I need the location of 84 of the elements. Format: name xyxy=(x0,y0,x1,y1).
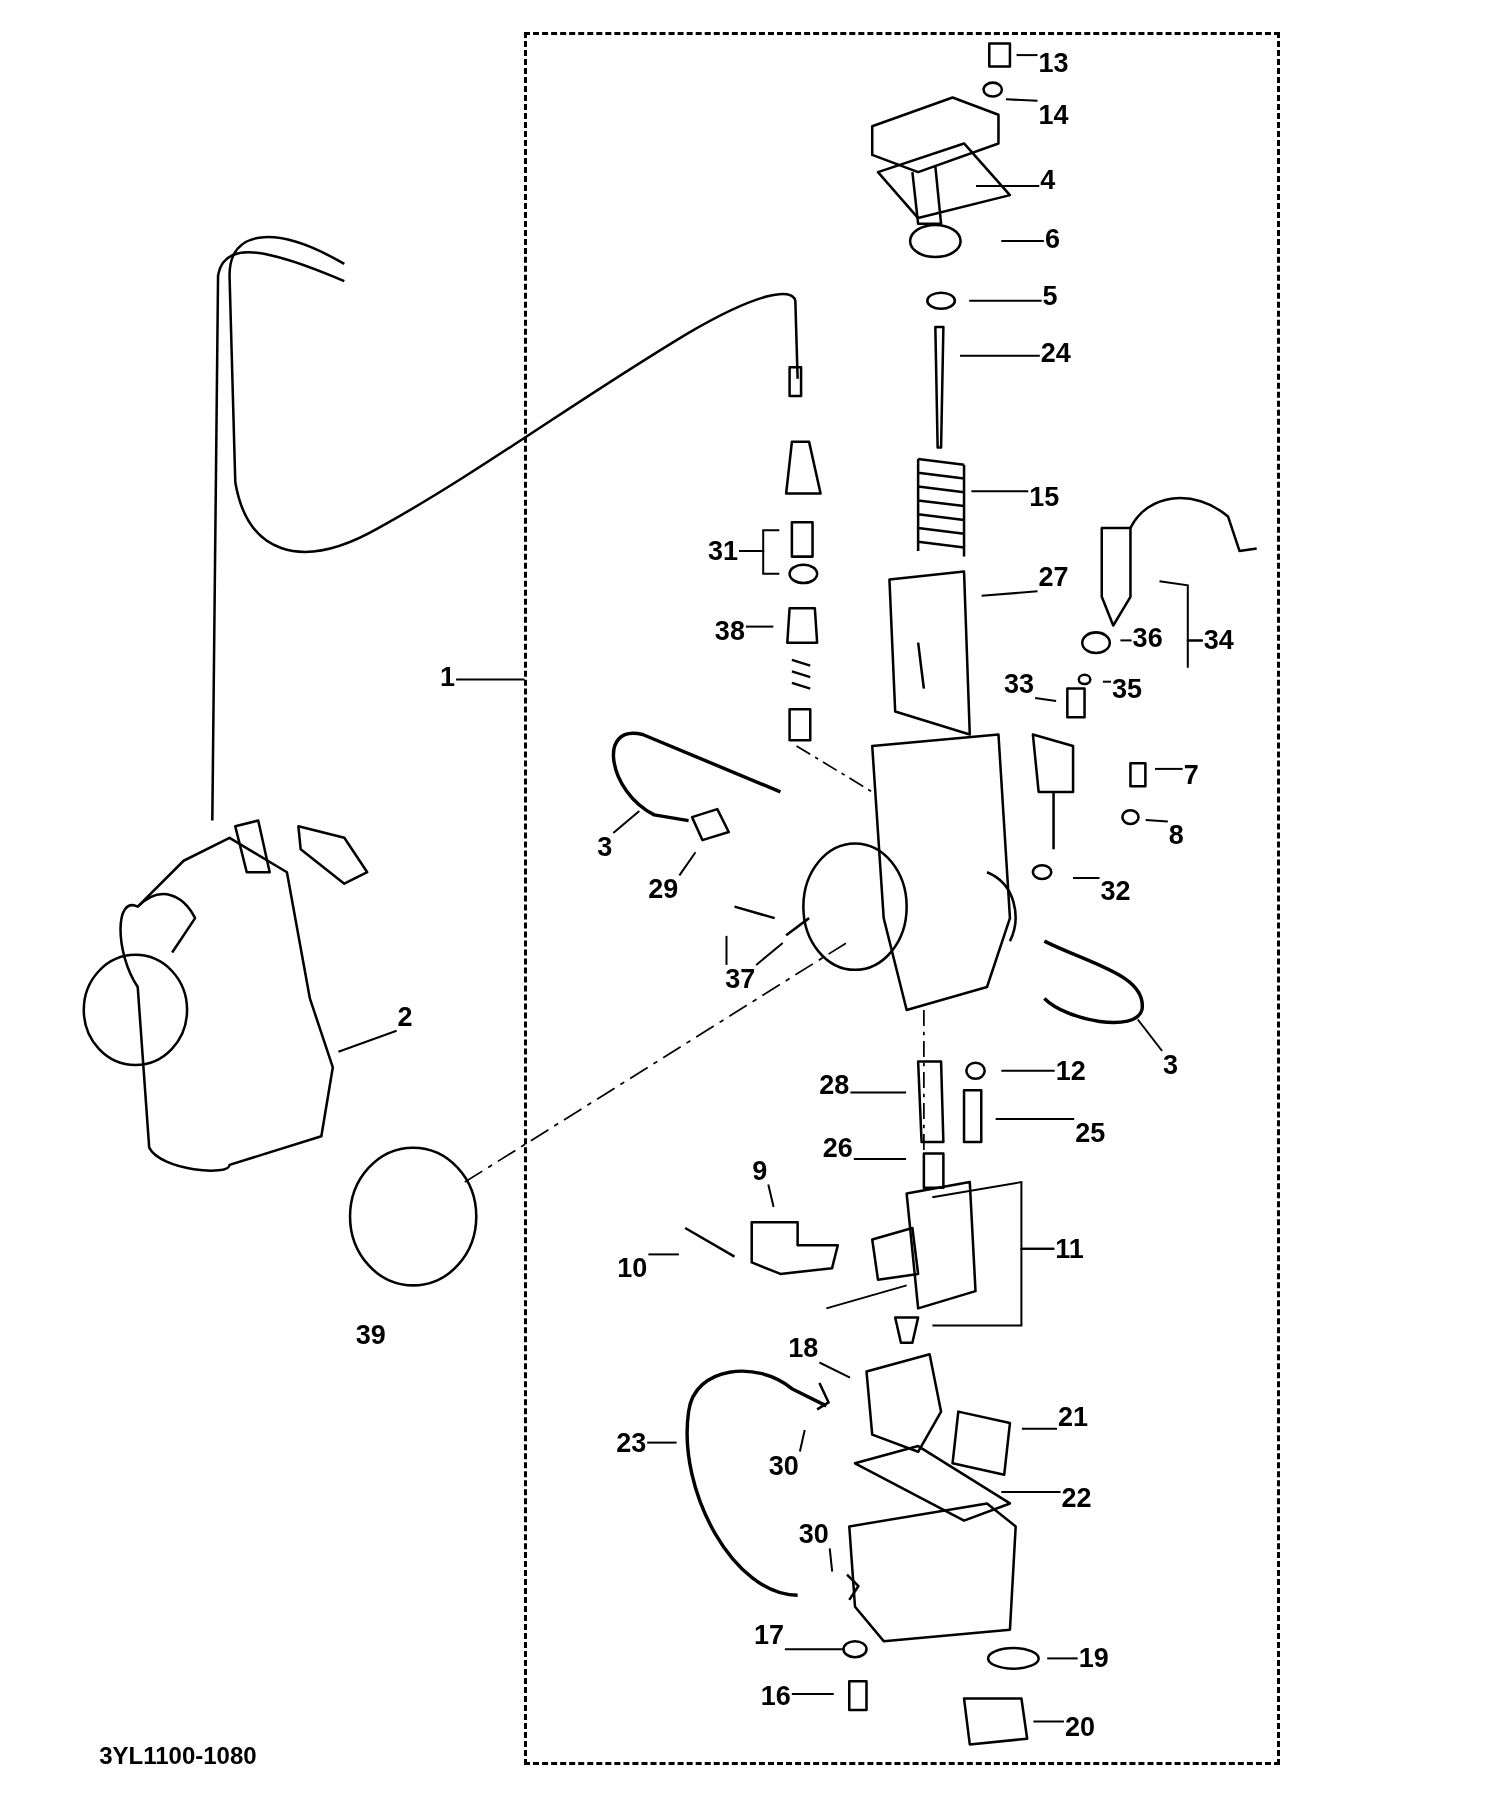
callout-number: 1 xyxy=(439,663,457,692)
leader-line xyxy=(1000,1069,1056,1072)
leader-line xyxy=(1034,697,1058,703)
callout-number: 6 xyxy=(1043,224,1061,253)
callout-number: 23 xyxy=(615,1428,648,1457)
leader-line xyxy=(1119,639,1133,642)
callout-number: 2 xyxy=(396,1002,414,1031)
callout-number: 9 xyxy=(751,1156,769,1185)
leader-line xyxy=(1072,877,1101,879)
leader-line xyxy=(790,1693,835,1695)
callout-number: 27 xyxy=(1037,563,1070,592)
leader-line xyxy=(1004,98,1039,102)
callout-number: 34 xyxy=(1202,626,1235,655)
callout-number: 31 xyxy=(707,536,739,565)
leader-line xyxy=(1015,54,1039,57)
callout-number: 5 xyxy=(1041,282,1059,311)
callout-number: 24 xyxy=(1039,339,1072,368)
leader-line xyxy=(1101,680,1112,683)
callout-number: 14 xyxy=(1037,100,1070,129)
leader-line xyxy=(767,1183,775,1208)
leader-line xyxy=(1046,1657,1079,1660)
leader-line xyxy=(678,851,697,877)
callout-number: 11 xyxy=(1054,1234,1085,1263)
leader-line xyxy=(1136,1018,1164,1052)
callout-number: 36 xyxy=(1131,624,1164,653)
callout-number: 13 xyxy=(1037,49,1070,78)
leader-line xyxy=(970,490,1030,493)
callout-number: 19 xyxy=(1077,1644,1110,1673)
callout-number: 21 xyxy=(1057,1403,1090,1432)
leader-line xyxy=(738,549,781,575)
leader-line xyxy=(1154,767,1184,770)
callout-number: 20 xyxy=(1063,1713,1096,1742)
leader-line xyxy=(975,184,1041,187)
callout-number: 33 xyxy=(1003,670,1036,698)
leader-line xyxy=(612,810,641,834)
callout-number: 37 xyxy=(724,964,757,993)
leader-line xyxy=(980,590,1039,597)
callout-number: 3 xyxy=(596,832,614,861)
callout-number: 18 xyxy=(787,1334,820,1363)
leader-line xyxy=(725,934,728,966)
callout-number: 15 xyxy=(1028,482,1061,511)
leader-line xyxy=(744,625,775,628)
callout-number: 30 xyxy=(797,1520,830,1549)
callout-number: 7 xyxy=(1182,760,1200,789)
callout-number: 17 xyxy=(752,1621,785,1650)
callout-number: 32 xyxy=(1099,876,1132,905)
leader-line xyxy=(1032,1720,1065,1723)
callout-number: 39 xyxy=(354,1320,387,1349)
leader-line xyxy=(337,1029,398,1053)
leader-line xyxy=(818,1361,851,1379)
leader-line xyxy=(828,1547,834,1573)
callout-number: 35 xyxy=(1110,674,1143,703)
callout-number: 26 xyxy=(821,1133,854,1162)
leader-line xyxy=(647,1253,680,1256)
callout-number: 22 xyxy=(1060,1483,1093,1512)
callout-number: 4 xyxy=(1039,166,1057,195)
callout-number: 29 xyxy=(647,875,680,904)
callout-number: 12 xyxy=(1054,1056,1087,1085)
leader-line xyxy=(1020,1427,1058,1430)
leader-line xyxy=(755,942,784,966)
part-code: 3YL1100-1080 xyxy=(99,1741,257,1770)
callout-number: 3 xyxy=(1162,1051,1180,1079)
leader-line xyxy=(1000,240,1045,242)
leader-line xyxy=(798,1429,806,1453)
leader-line xyxy=(959,354,1041,357)
callout-number: 28 xyxy=(818,1070,851,1099)
leader-line xyxy=(783,1648,844,1651)
callout-number: 10 xyxy=(616,1254,649,1283)
callout-number: 25 xyxy=(1074,1118,1107,1147)
leader-line xyxy=(1000,1491,1062,1493)
leader-line xyxy=(646,1441,678,1444)
callout-number: 38 xyxy=(713,617,746,646)
callout-number: 30 xyxy=(767,1451,800,1480)
callout-number: 8 xyxy=(1167,821,1185,850)
leader-line xyxy=(1186,639,1204,669)
leader-line xyxy=(994,1118,1076,1120)
leader-line xyxy=(931,1247,1056,1327)
assembly-boundary-frame xyxy=(524,32,1280,1766)
callout-number: 16 xyxy=(759,1682,792,1711)
leader-line xyxy=(1144,819,1169,823)
leader-line xyxy=(968,299,1043,302)
leader-line xyxy=(849,1091,908,1094)
leader-line xyxy=(455,678,526,681)
leader-line xyxy=(852,1158,908,1161)
